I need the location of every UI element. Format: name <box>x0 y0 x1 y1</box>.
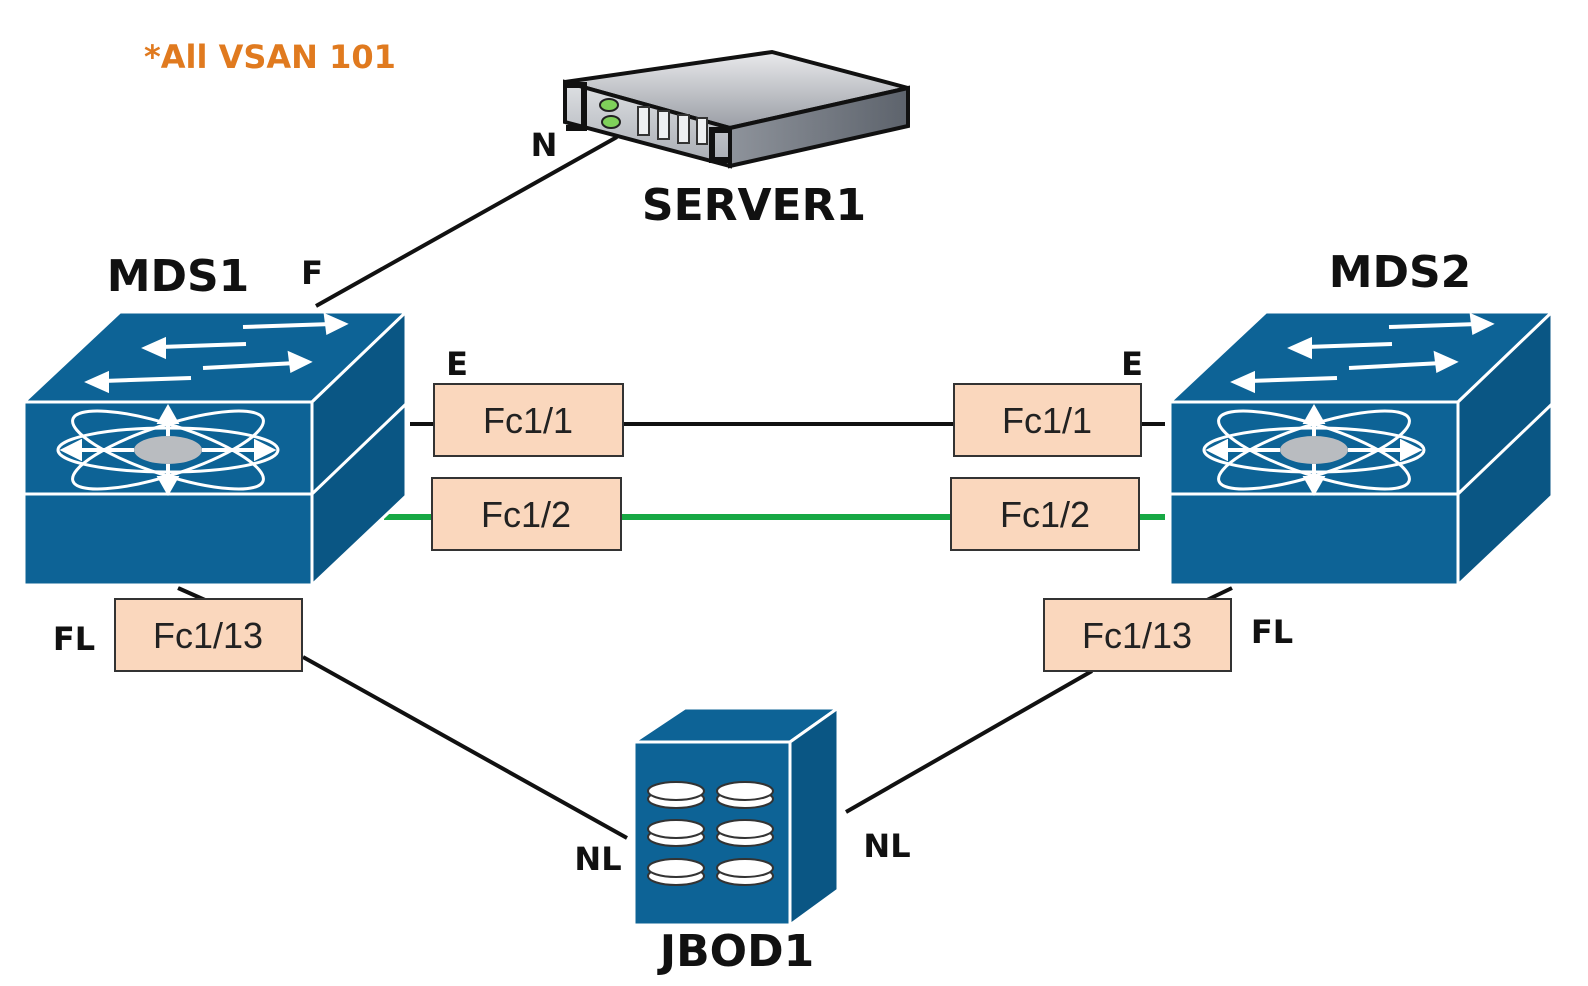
port-type-n: N <box>531 126 558 164</box>
mds2-fc1-2-label: Fc1/2 <box>1000 494 1090 535</box>
jbod-storage-icon <box>629 705 843 928</box>
jbod1-label: JBOD1 <box>657 926 814 977</box>
port-type-fl-mds2: FL <box>1251 613 1293 651</box>
port-type-e-mds1: E <box>446 345 468 383</box>
mds1-fc1-2-label: Fc1/2 <box>481 494 571 535</box>
rack-server-icon <box>563 49 910 169</box>
mds1-fc1-1-label: Fc1/1 <box>483 400 573 441</box>
mds-switch-icon <box>1166 308 1556 589</box>
mds-switch-icon <box>20 308 410 589</box>
link-mds1-jbod <box>302 655 628 840</box>
vsan-note: *All VSAN 101 <box>144 38 396 76</box>
link-mds2-jbod <box>845 669 1093 814</box>
mds1-fc1-13-label: Fc1/13 <box>153 615 263 656</box>
mds1-label: MDS1 <box>107 251 250 302</box>
mds2-label: MDS2 <box>1329 247 1472 298</box>
link-server-mds1 <box>315 135 618 308</box>
mds2-fc1-1-label: Fc1/1 <box>1002 400 1092 441</box>
port-type-e-mds2: E <box>1121 345 1143 383</box>
port-type-f: F <box>301 254 323 292</box>
mds2-fc1-13-label: Fc1/13 <box>1082 615 1192 656</box>
port-type-nl-left: NL <box>574 840 621 878</box>
server1-label: SERVER1 <box>642 180 866 231</box>
port-type-fl-mds1: FL <box>53 620 95 658</box>
port-type-nl-right: NL <box>863 827 910 865</box>
